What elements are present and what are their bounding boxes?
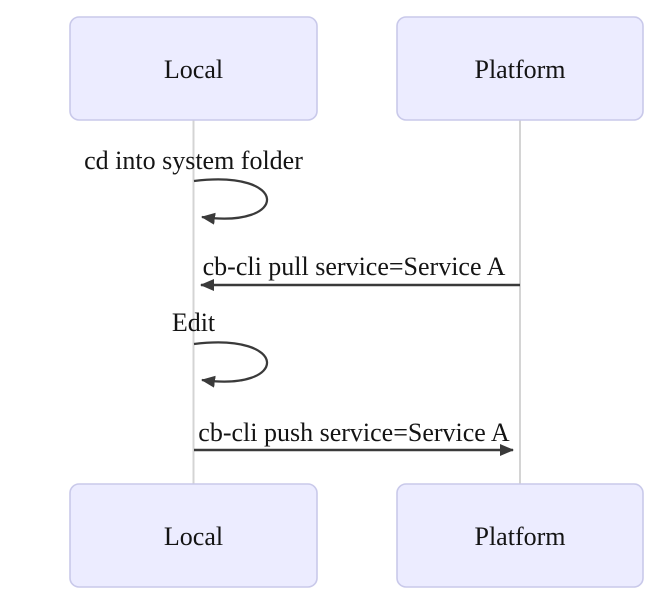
message-1-self-loop-arrow xyxy=(193,178,269,225)
message-3-self-loop-label: Edit xyxy=(172,308,216,337)
message-2-pull-label: cb-cli pull service=Service A xyxy=(203,252,506,281)
actor-label-local-top: Local xyxy=(164,55,223,84)
actor-box-local-bottom xyxy=(69,483,318,588)
message-1-self-loop-label: cd into system folder xyxy=(84,146,303,175)
message-4-push-label: cb-cli push service=Service A xyxy=(198,418,510,447)
actor-box-platform-bottom xyxy=(396,483,644,588)
actor-label-platform-top: Platform xyxy=(475,55,566,84)
actor-box-local-top xyxy=(69,16,318,121)
actor-label-local-bottom: Local xyxy=(164,522,223,551)
message-3-self-loop-arrow xyxy=(193,341,269,388)
actor-label-platform-bottom: Platform xyxy=(475,522,566,551)
actor-box-platform-top xyxy=(396,16,644,121)
